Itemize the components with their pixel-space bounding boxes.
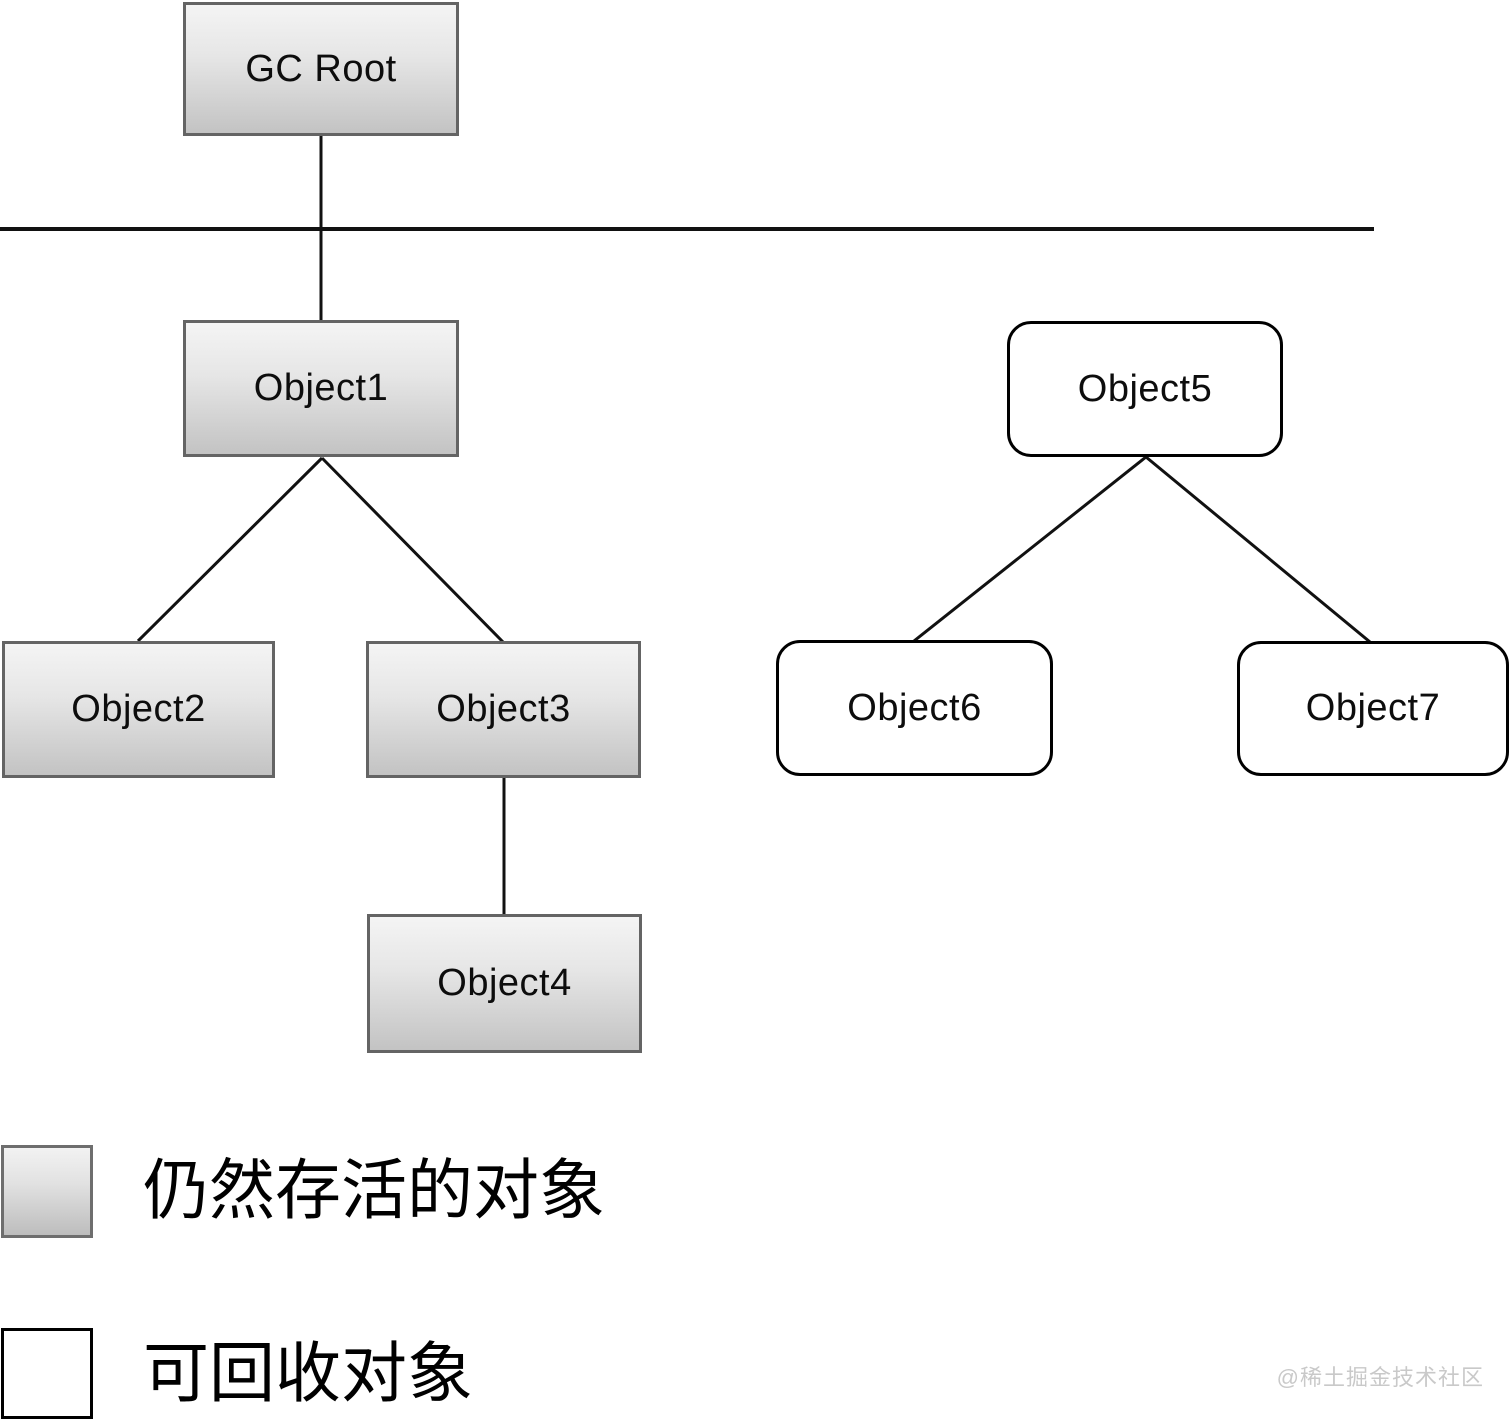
node-object2: Object2 — [2, 641, 275, 778]
legend-swatch-collectible — [1, 1328, 93, 1419]
node-object4: Object4 — [367, 914, 642, 1053]
node-object6: Object6 — [776, 640, 1053, 776]
edge-object5-object6 — [913, 455, 1147, 643]
legend-swatch-alive — [1, 1145, 93, 1238]
node-object1: Object1 — [183, 320, 459, 457]
edge-object1-object2 — [136, 456, 324, 643]
node-object3: Object3 — [366, 641, 641, 778]
node-object5: Object5 — [1007, 321, 1283, 457]
legend-label-collectible: 可回收对象 — [143, 1336, 473, 1410]
watermark: @稀土掘金技术社区 — [1276, 1365, 1484, 1390]
edge-object5-object7 — [1145, 455, 1371, 644]
node-gc-root: GC Root — [183, 2, 459, 136]
legend-label-alive: 仍然存活的对象 — [143, 1153, 605, 1227]
node-object7: Object7 — [1237, 641, 1509, 776]
edge-object1-object3 — [320, 456, 505, 644]
